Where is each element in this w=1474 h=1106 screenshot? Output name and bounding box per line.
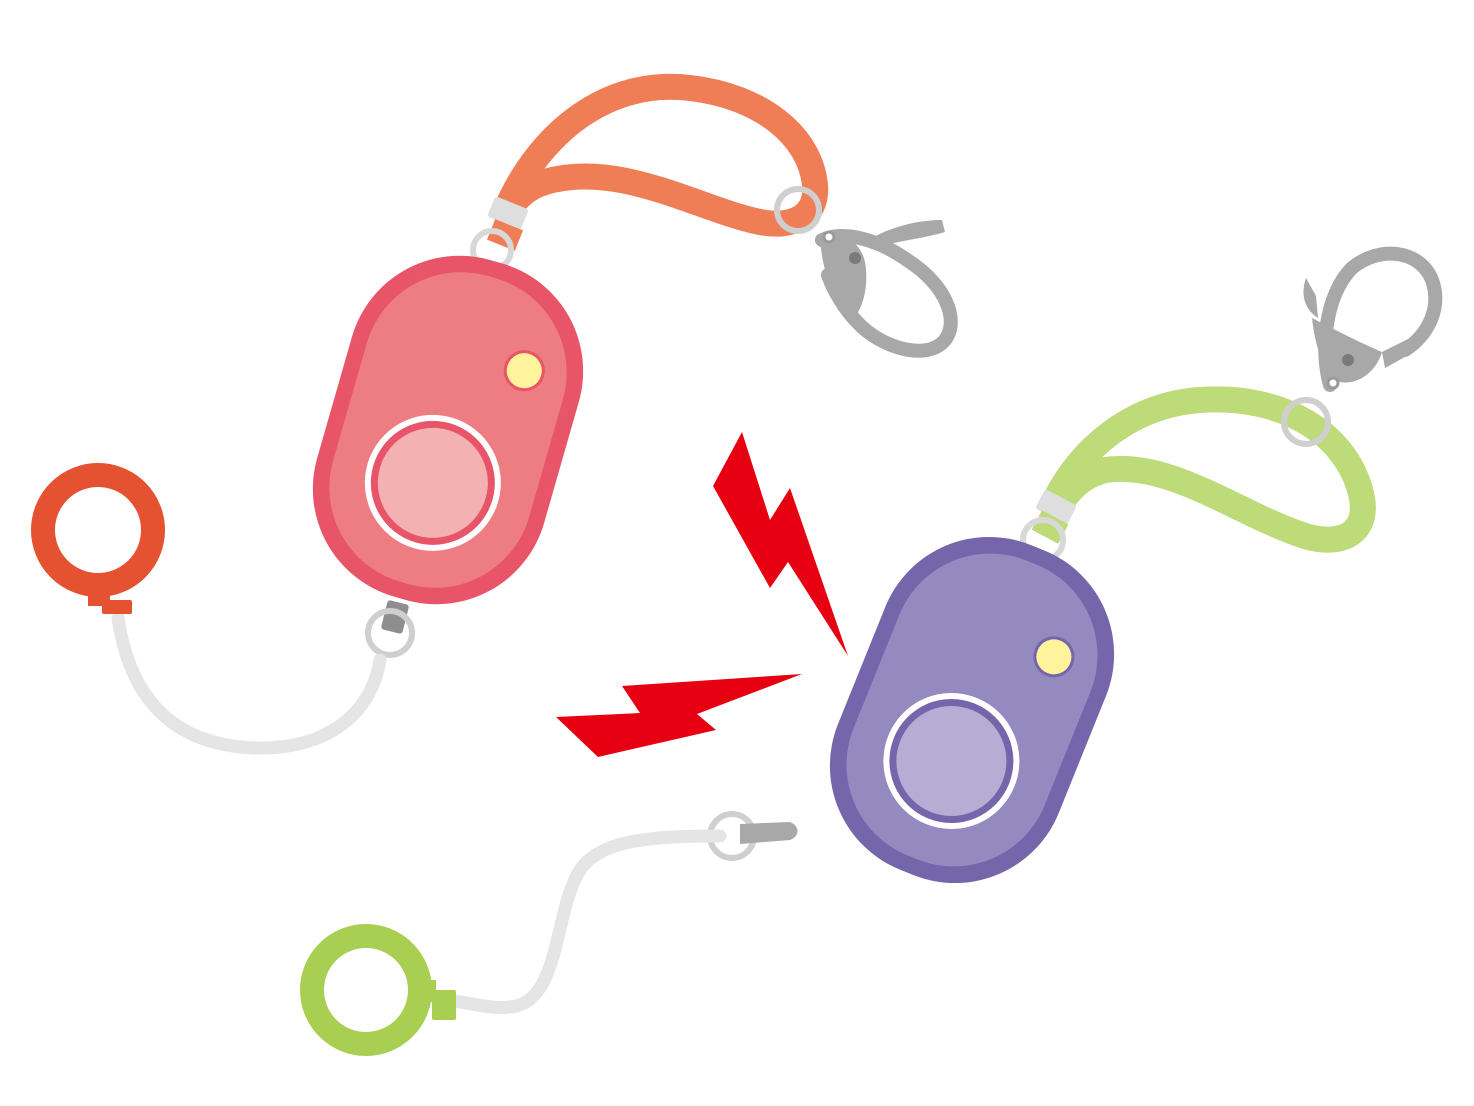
lightning-bolt-icon bbox=[713, 432, 848, 656]
led-indicator bbox=[1033, 636, 1075, 678]
carabiner-clip-icon bbox=[1303, 246, 1443, 392]
carabiner-clip-icon bbox=[815, 220, 958, 358]
bottom-ring bbox=[365, 608, 415, 658]
led-indicator bbox=[503, 350, 545, 392]
strap-ring bbox=[1281, 397, 1331, 447]
green-strap bbox=[1031, 386, 1376, 553]
pink-alarm-body bbox=[312, 255, 584, 605]
purple-alarm bbox=[300, 246, 1443, 1056]
pull-pin-ring-icon[interactable] bbox=[300, 924, 456, 1056]
orange-strap bbox=[486, 73, 829, 251]
alarm-button[interactable] bbox=[863, 672, 1040, 849]
purple-alarm-body bbox=[829, 536, 1115, 884]
pull-cord bbox=[111, 611, 387, 755]
alarm-button[interactable] bbox=[349, 399, 517, 567]
pull-pin-ring-icon[interactable] bbox=[31, 463, 165, 614]
strap-ring bbox=[774, 186, 822, 234]
pink-alarm bbox=[31, 73, 958, 755]
pull-cord bbox=[438, 829, 727, 1014]
lightning-bolt-icon bbox=[556, 674, 802, 757]
